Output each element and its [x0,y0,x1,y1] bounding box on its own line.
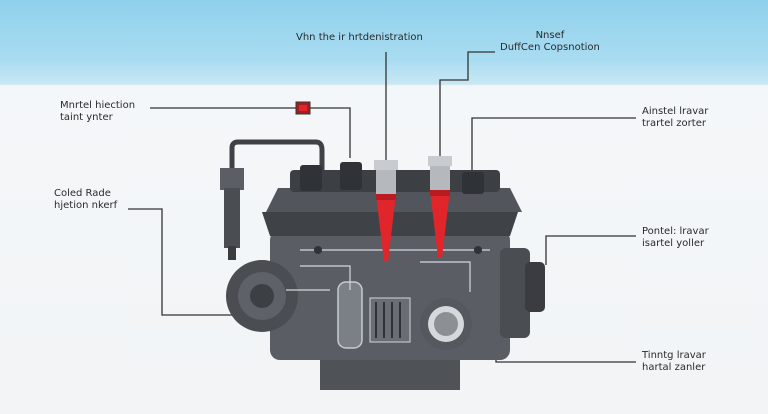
leader-left-middle [128,208,244,316]
label-left-top-line2: taint ynter [60,112,113,123]
injector-left [374,160,398,262]
marker-red [295,101,311,115]
label-left-top-line1: Mnrtel hiection [60,100,136,111]
leader-left-top-2 [310,107,351,158]
leader-right-top [471,117,636,178]
leader-right-middle [545,235,636,265]
label-right-middle: Pontel: lravar isartel yoller [642,226,709,250]
injector-right [428,156,452,258]
label-left-middle: Coled Rade hjetion nkerf [54,188,117,212]
label-left-top: Mnrtel hiection taint ynter [60,100,135,124]
label-right-top: Ainstel lravar trartel zorter [642,106,708,130]
label-right-middle-line2: isartel yoller [642,238,705,249]
leader-top-right [439,51,495,165]
label-right-bottom: Tinntg lravar hartal zanler [642,350,706,374]
leader-lines [128,51,636,363]
label-top-right-line2: DuffCen Copsnotion [500,42,600,53]
label-top-center-line1: Vhn the ir hrtdenistration [296,32,423,43]
label-top-center: Vhn the ir hrtdenistration [296,32,423,44]
label-top-right: Nnsef DuffCen Copsnotion [500,30,600,54]
label-right-top-line2: trartel zorter [642,118,706,129]
label-left-middle-line1: Coled Rade [54,188,111,199]
engine-block [226,162,545,390]
label-left-middle-line2: hjetion nkerf [54,200,118,211]
leader-right-bottom [495,352,636,363]
label-right-bottom-line2: hartal zanler [642,362,706,373]
hose-connector [220,139,325,260]
label-right-bottom-line1: Tinntg lravar [642,350,706,361]
label-top-right-line1: Nnsef [535,30,565,41]
label-right-top-line1: Ainstel lravar [642,106,709,117]
label-right-middle-line1: Pontel: lravar [642,226,709,237]
